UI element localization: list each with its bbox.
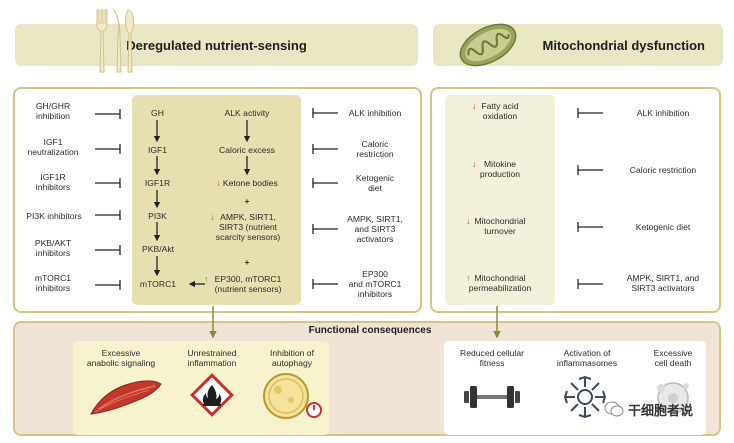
node-mtorc1: mTORC1	[139, 279, 177, 289]
up-arrow-icon: ↑	[466, 273, 471, 283]
node-ep300: ↑ EP300, mTORC1 (nutrient sensors)	[200, 274, 296, 294]
inhibitor-igf1r: IGF1R inhibitors	[35, 172, 71, 192]
inhibitor-gh-ghr: GH/GHR inhibition	[35, 101, 71, 121]
node-pkb-akt: PKB/Akt	[142, 244, 174, 254]
mito-item-label: Mitochondrial turnover	[474, 216, 526, 236]
mito-item-mitokine: ↓ Mitokine production	[448, 159, 552, 179]
inhibitor-pkb-akt: PKB/AKT inhibitors	[34, 238, 72, 258]
autophagy-icon	[263, 373, 322, 419]
consequence-cell-death: Excessive cell death	[653, 348, 693, 368]
consequence-anabolic: Excessive anabolic signaling	[86, 348, 156, 368]
plus-sign-1: +	[244, 196, 250, 206]
mito-intervention-ampk: AMPK, SIRT1, and SIRT3 activators	[626, 273, 700, 293]
consequence-autophagy: Inhibition of autophagy	[270, 348, 314, 368]
mito-intervention-caloric: Caloric restriction	[629, 165, 697, 175]
mito-effects-box	[445, 95, 555, 305]
ep300-label: EP300, mTORC1 (nutrient sensors)	[214, 274, 282, 294]
intervention-ampk: AMPK, SIRT1, and SIRT3 activators	[347, 214, 403, 244]
down-arrow-icon: ↓	[472, 101, 477, 111]
nutrient-sensing-header: Deregulated nutrient-sensing	[15, 24, 418, 66]
plus-sign-2: +	[244, 257, 250, 267]
mito-item-label: Fatty acid oxidation	[481, 101, 519, 121]
intervention-ep300: EP300 and mTORC1 inhibitors	[348, 269, 402, 299]
node-ketone-bodies: ↓ Ketone bodies	[200, 178, 294, 188]
node-pi3k: PI3K	[148, 211, 167, 221]
inhibitor-igf1: IGF1 neutralization	[27, 137, 79, 157]
node-gh: GH	[151, 108, 164, 118]
node-caloric-excess: Caloric excess	[219, 145, 275, 155]
muscle-icon	[90, 380, 162, 415]
nutrient-panel	[13, 87, 422, 313]
down-arrow-icon: ↓	[216, 178, 221, 188]
node-alk-activity: ALK activity	[224, 108, 270, 118]
intervention-ketogenic: Ketogenic diet	[355, 173, 395, 193]
up-arrow-icon: ↑	[204, 274, 209, 284]
intervention-caloric: Caloric restriction	[356, 139, 394, 159]
inhibitor-pi3k: PI3K inhibitors	[26, 211, 82, 221]
ampk-label: AMPK, SIRT1, SIRT3 (nutrient scarcity se…	[215, 212, 281, 242]
wechat-icon	[604, 401, 624, 417]
intervention-alk: ALK inhibition	[348, 108, 402, 118]
node-igf1: IGF1	[147, 145, 168, 155]
consequence-inflammation: Unrestrained inflammation	[187, 348, 237, 368]
inhibitor-mtorc1: mTORC1 inhibitors	[34, 273, 72, 293]
functional-title: Functional consequences	[308, 325, 432, 336]
consequence-fitness: Reduced cellular fitness	[459, 348, 524, 368]
flammable-hazard-icon	[190, 373, 234, 417]
node-igf1r: IGF1R	[144, 178, 171, 188]
node-ampk: ↓ AMPK, SIRT1, SIRT3 (nutrient scarcity …	[200, 212, 296, 242]
ketone-label: Ketone bodies	[222, 178, 278, 188]
mito-panel	[430, 87, 721, 313]
mito-title: Mitochondrial dysfunction	[542, 37, 706, 53]
watermark: 干细胞者说	[604, 398, 724, 420]
consequence-inflammasomes: Activation of inflammasomes	[556, 348, 618, 368]
down-arrow-icon: ↓	[210, 212, 215, 222]
down-arrow-icon: ↓	[466, 216, 471, 226]
mito-item-label: Mitokine production	[479, 159, 521, 179]
dumbbell-icon	[464, 386, 520, 408]
cutlery-icon	[96, 8, 135, 73]
cell-death-icon	[656, 382, 691, 414]
inflammasome-icon	[563, 375, 607, 419]
mitochondrion-icon	[459, 23, 517, 67]
mito-intervention-ketogenic: Ketogenic diet	[635, 222, 691, 232]
mito-item-label: Mitochondrial permeabilization	[468, 273, 532, 293]
mito-item-permeabilization: ↑ Mitochondrial permeabilization	[448, 273, 552, 293]
down-arrow-icon: ↓	[472, 159, 477, 169]
mito-intervention-alk: ALK inhibition	[636, 108, 690, 118]
mito-item-turnover: ↓ Mitochondrial turnover	[448, 216, 552, 236]
nutrient-sensing-title: Deregulated nutrient-sensing	[126, 37, 307, 53]
watermark-text: 干细胞者说	[628, 402, 694, 418]
mito-item-fatty-acid: ↓ Fatty acid oxidation	[448, 101, 552, 121]
